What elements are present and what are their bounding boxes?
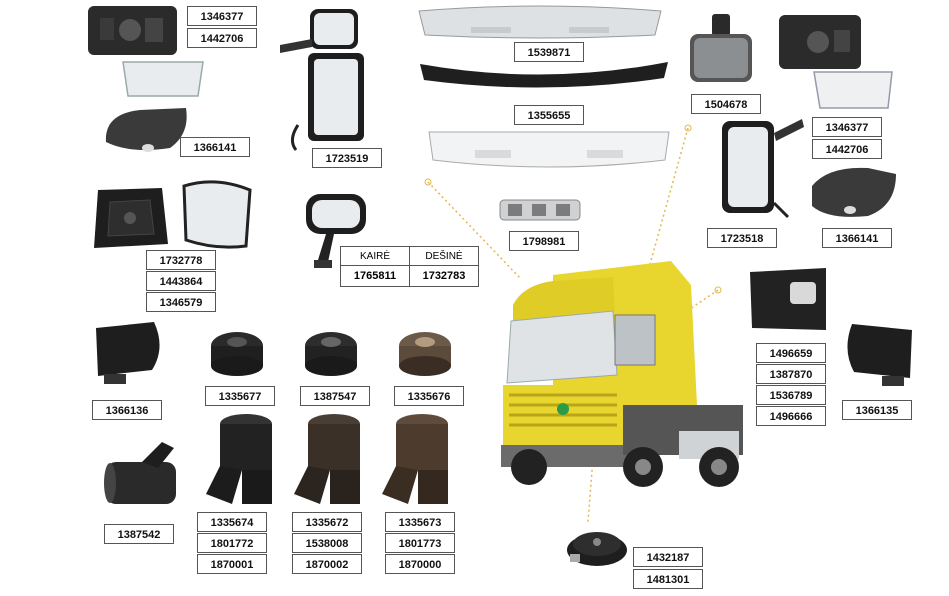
part-number-label: 1387547 xyxy=(300,386,370,406)
filter-cap-2-image xyxy=(302,326,360,380)
part-number-label: 1442706 xyxy=(812,139,882,159)
main-mirror-image xyxy=(278,5,368,153)
blind-spot-mirror-right-image xyxy=(838,320,918,392)
mirror-glass-image xyxy=(118,58,208,100)
part-number-label: 1442706 xyxy=(187,28,257,48)
part-number-label: 1387542 xyxy=(104,524,174,544)
ramp-mirror-image xyxy=(686,12,756,84)
part-number-label: 1481301 xyxy=(633,569,703,589)
bumper-silver-image xyxy=(415,3,665,41)
part-number-label: 1335677 xyxy=(205,386,275,406)
truck-image xyxy=(493,255,755,503)
part-number-label: 1723518 xyxy=(707,228,777,248)
mirror-glass-back-image xyxy=(85,3,180,58)
bumper-black-image xyxy=(418,56,670,92)
bumper-white-image xyxy=(425,128,673,174)
part-number-label: 1870002 xyxy=(292,554,362,574)
mirror-glass-right-image xyxy=(808,70,896,112)
mirror-glass-back-right-image xyxy=(776,12,864,72)
part-number-label: 1366141 xyxy=(180,137,250,157)
fuel-cap-image xyxy=(562,520,632,570)
part-number-label: 1801772 xyxy=(197,533,267,553)
roof-lamp-image xyxy=(498,196,582,224)
part-number-label: 1335673 xyxy=(385,512,455,532)
part-number-label: 1432187 xyxy=(633,547,703,567)
air-intake-3-image xyxy=(378,410,464,508)
air-intake-1-image xyxy=(202,410,288,508)
right-side-part-number: 1732783 xyxy=(409,265,479,287)
part-number-label: 1539871 xyxy=(514,42,584,62)
part-number-label: 1798981 xyxy=(509,231,579,251)
side-variant-table: KAIRĖ DEŠINĖ 1765811 1732783 xyxy=(340,246,479,287)
right-side-header: DEŠINĖ xyxy=(409,246,479,266)
part-number-label: 1536789 xyxy=(756,385,826,405)
part-number-label: 1366135 xyxy=(842,400,912,420)
part-number-label: 1366141 xyxy=(822,228,892,248)
air-filter-housing-image xyxy=(102,440,184,512)
blind-spot-mirror-left-image xyxy=(90,318,170,390)
part-number-label: 1801773 xyxy=(385,533,455,553)
mirror-cover-right-image xyxy=(808,166,898,220)
part-number-label: 1870000 xyxy=(385,554,455,574)
air-intake-2-image xyxy=(290,410,376,508)
part-number-label: 1346579 xyxy=(146,292,216,312)
part-number-label: 1335676 xyxy=(394,386,464,406)
filter-cap-3-image xyxy=(396,326,454,380)
side-panel-image xyxy=(746,266,830,334)
part-number-label: 1387870 xyxy=(756,364,826,384)
part-number-label: 1723519 xyxy=(312,148,382,168)
filter-cap-1-image xyxy=(208,326,266,380)
part-number-label: 1496666 xyxy=(756,406,826,426)
left-side-part-number: 1765811 xyxy=(340,265,410,287)
part-number-label: 1335672 xyxy=(292,512,362,532)
part-number-label: 1346377 xyxy=(812,117,882,137)
mirror-glass-square-image xyxy=(176,180,256,252)
part-number-label: 1732778 xyxy=(146,250,216,270)
mirror-cover-image xyxy=(100,104,192,154)
part-number-label: 1355655 xyxy=(514,105,584,125)
part-number-label: 1443864 xyxy=(146,271,216,291)
part-number-label: 1335674 xyxy=(197,512,267,532)
part-number-label: 1366136 xyxy=(92,400,162,420)
part-number-label: 1538008 xyxy=(292,533,362,553)
part-number-label: 1504678 xyxy=(691,94,761,114)
part-number-label: 1346377 xyxy=(187,6,257,26)
main-mirror-right-image xyxy=(718,113,806,225)
part-number-label: 1870001 xyxy=(197,554,267,574)
mirror-housing-frame-image xyxy=(88,184,172,254)
left-side-header: KAIRĖ xyxy=(340,246,410,266)
part-number-label: 1496659 xyxy=(756,343,826,363)
wide-angle-mirror-image xyxy=(296,190,370,284)
